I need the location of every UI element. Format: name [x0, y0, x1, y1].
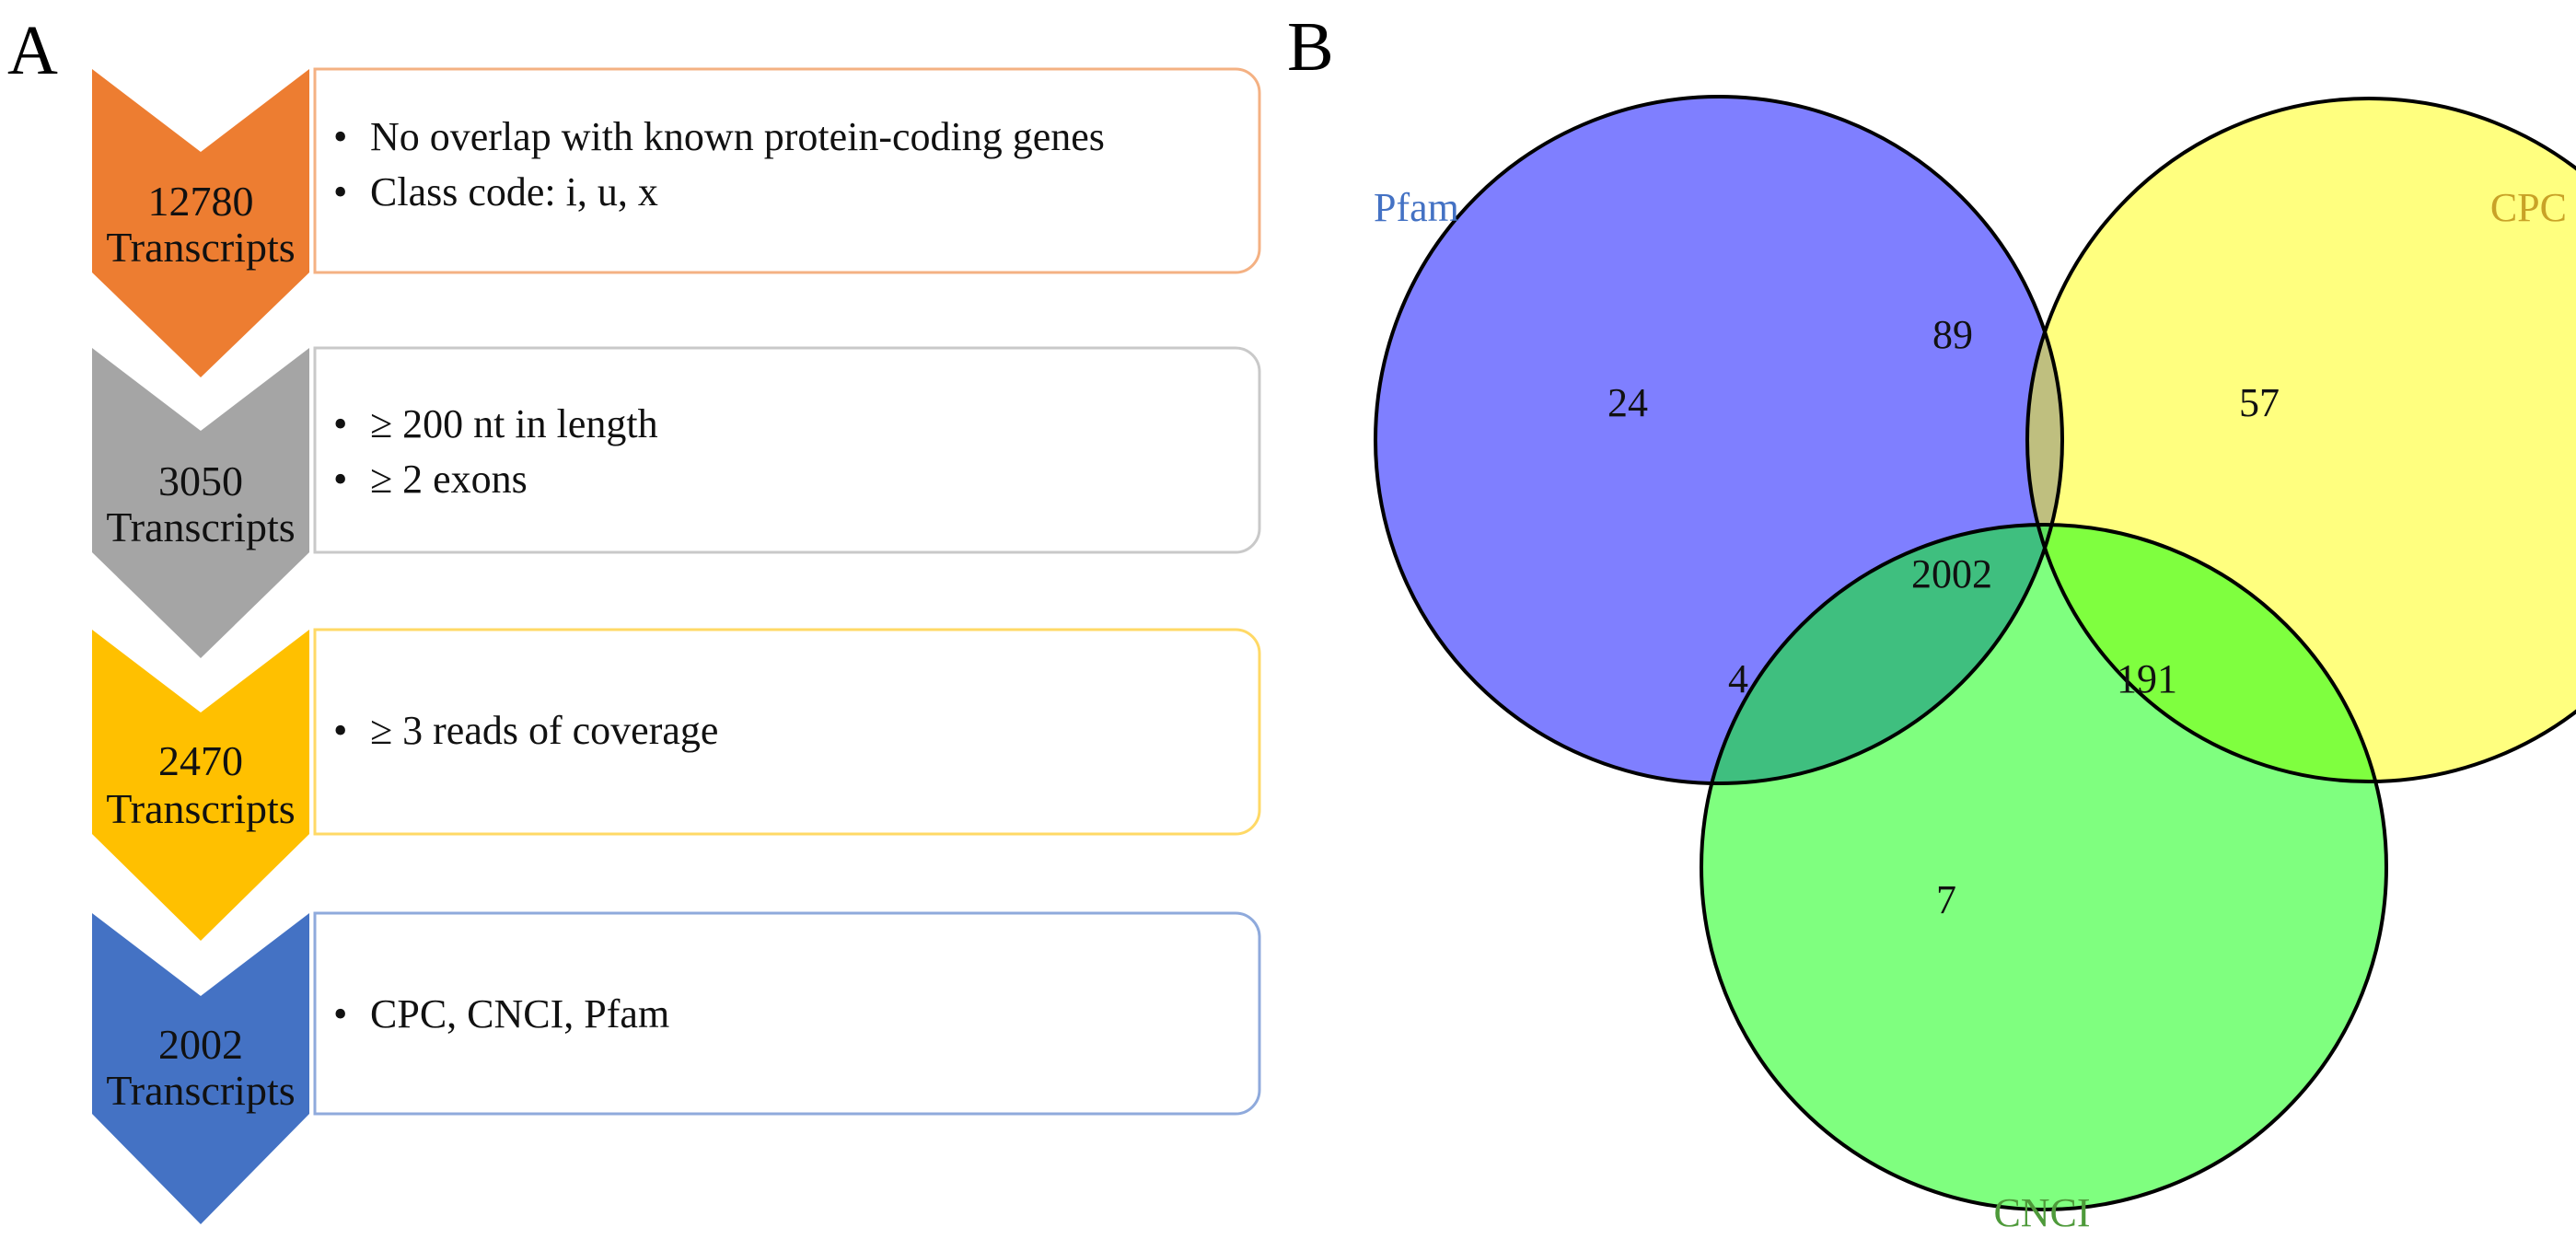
venn-diagram: Pfam CPC CNCI 24 89 57 2002 4 191 7	[1374, 95, 2576, 1235]
step-1-bullet-1-text: No overlap with known protein-coding gen…	[370, 114, 1105, 159]
venn-count-cnci-only: 7	[1936, 877, 1956, 922]
venn-label-pfam: Pfam	[1374, 185, 1459, 230]
step-4-count: 2002	[158, 1021, 243, 1068]
venn-label-cnci: CNCI	[1993, 1190, 2090, 1235]
step-4-bullet-1: •	[333, 991, 347, 1036]
step-4-unit: Transcripts	[106, 1067, 295, 1114]
venn-count-pfam-only: 24	[1607, 380, 1648, 425]
step-4-box	[313, 911, 1261, 1116]
step-1-bullet-2-text: Class code: i, u, x	[370, 169, 658, 214]
step-1-count: 12780	[148, 178, 254, 225]
step-2-chevron	[92, 348, 309, 658]
venn-count-cpc-only: 57	[2239, 380, 2280, 425]
step-2-bullet-2: •	[333, 457, 347, 502]
step-2-count: 3050	[158, 457, 243, 504]
step-2-bullet-2-text: ≥ 2 exons	[370, 457, 528, 502]
step-1-box	[313, 67, 1261, 274]
step-1-bullet-2: •	[333, 169, 347, 214]
workflow-step-4: 2002 Transcripts • CPC, CNCI, Pfam	[92, 911, 1261, 1224]
step-2-bullet-1: •	[333, 401, 347, 446]
venn-outline-cpc	[2025, 97, 2576, 783]
workflow-step-1: 12780 Transcripts • No overlap with know…	[92, 67, 1261, 377]
venn-count-pfam-cpc: 89	[1932, 312, 1973, 357]
step-4-chevron	[92, 913, 309, 1224]
venn-count-all-three: 2002	[1911, 551, 1992, 596]
step-2-unit: Transcripts	[106, 504, 295, 550]
step-2-box	[313, 346, 1261, 554]
step-1-unit: Transcripts	[106, 224, 295, 271]
venn-outline-cnci	[1700, 523, 2388, 1211]
venn-region-cpc-cnci	[2027, 525, 2386, 782]
workflow-step-3: 2470 Transcripts • ≥ 3 reads of coverage	[92, 628, 1261, 941]
panel-a-letter: A	[7, 12, 58, 89]
workflow: 12780 Transcripts • No overlap with know…	[92, 67, 1261, 1224]
step-2-bullet-1-text: ≥ 200 nt in length	[370, 401, 658, 446]
step-3-bullet-1: •	[333, 708, 347, 753]
venn-count-cpc-cnci: 191	[2117, 656, 2177, 701]
venn-label-cpc: CPC	[2490, 185, 2567, 230]
venn-region-pfam-cnci	[1701, 525, 2062, 783]
step-3-count: 2470	[158, 737, 243, 784]
workflow-step-2: 3050 Transcripts • ≥ 200 nt in length • …	[92, 346, 1261, 658]
venn-outline-pfam	[1374, 95, 2064, 785]
panel-b-letter: B	[1287, 8, 1334, 86]
step-3-bullet-1-text: ≥ 3 reads of coverage	[370, 708, 718, 753]
step-1-bullet-1: •	[333, 114, 347, 159]
venn-count-pfam-cnci: 4	[1728, 656, 1748, 701]
step-3-box	[313, 628, 1261, 836]
step-3-chevron	[92, 630, 309, 941]
step-3-unit: Transcripts	[106, 785, 295, 832]
step-4-bullet-1-text: CPC, CNCI, Pfam	[370, 991, 669, 1036]
step-1-chevron	[92, 69, 309, 377]
